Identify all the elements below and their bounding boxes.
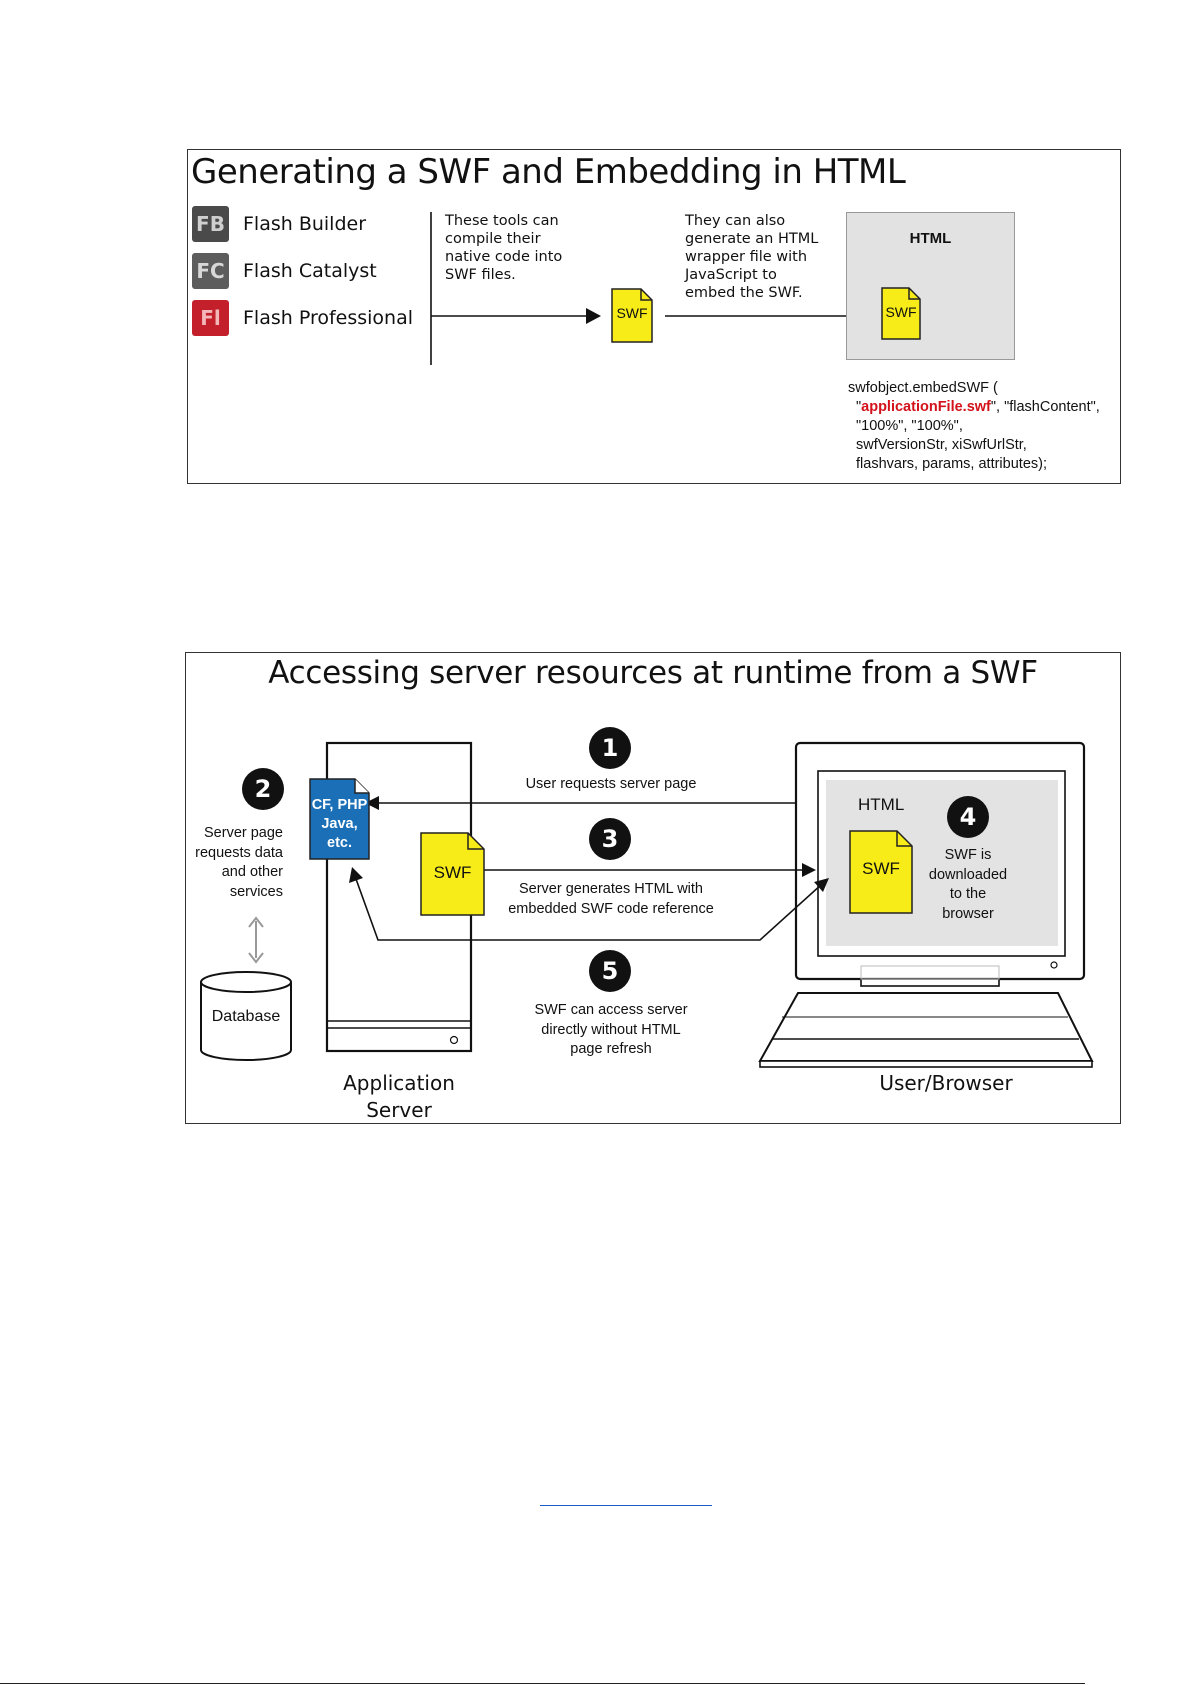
step5-line: directly without HTML xyxy=(541,1021,681,1038)
tool-row-flash-professional: Fl Flash Professional xyxy=(192,300,413,336)
figure2-title: Accessing server resources at runtime fr… xyxy=(268,655,1038,691)
step4-text: SWF is downloaded to the browser xyxy=(913,846,1023,924)
swf-label: SWF xyxy=(616,305,648,321)
flash-catalyst-icon: FC xyxy=(192,253,229,289)
browser-html-label: HTML xyxy=(858,795,905,814)
embed-code-line3: "100%", "100%", xyxy=(856,418,963,434)
code-swf-filename: applicationFile.swf xyxy=(861,399,991,415)
tool-label: Flash Catalyst xyxy=(243,260,377,282)
server-script-line: Java, xyxy=(321,816,358,832)
step1-text: User requests server page xyxy=(525,776,697,792)
server-script-line: etc. xyxy=(327,835,352,851)
embed-code-line5: flashvars, params, attributes); xyxy=(856,456,1047,472)
step2-line: services xyxy=(229,883,283,900)
step-badge-1: 1 xyxy=(589,727,631,769)
figure1-title: Generating a SWF and Embedding in HTML xyxy=(191,152,906,192)
server-script-doc-icon: CF, PHP Java, etc. xyxy=(309,778,370,860)
step4-line: SWF is xyxy=(944,847,992,863)
step4-line: downloaded xyxy=(928,866,1008,883)
step5-line: page refresh xyxy=(570,1041,652,1057)
step-badge-2: 2 xyxy=(242,768,284,810)
app-server-line: Server xyxy=(366,1098,432,1122)
step2-line: and other xyxy=(221,864,283,880)
link-underline[interactable] xyxy=(540,1505,712,1506)
code-args: ", "flashContent", xyxy=(990,399,1100,415)
embed-code-line1: swfobject.embedSWF ( xyxy=(848,380,998,396)
step4-line: browser xyxy=(942,905,994,922)
step2-text: Server page requests data and other serv… xyxy=(186,824,283,902)
embed-code-line4: swfVersionStr, xiSwfUrlStr, xyxy=(856,437,1027,453)
tool-label: Flash Builder xyxy=(243,213,367,235)
swf-label: SWF xyxy=(885,304,917,320)
figure-runtime-access: Accessing server resources at runtime fr… xyxy=(185,652,1121,1124)
note-compile: These tools can compile their native cod… xyxy=(445,213,563,283)
swf-file-icon: SWF xyxy=(849,830,913,914)
app-server-line: Application xyxy=(343,1071,455,1095)
step-badge-5: 5 xyxy=(589,950,631,992)
html-label: HTML xyxy=(909,230,952,247)
application-server-label: Application Server xyxy=(319,1070,479,1124)
flash-builder-icon: FB xyxy=(192,206,229,242)
tool-label: Flash Professional xyxy=(243,307,414,329)
step-badge-3: 3 xyxy=(589,818,631,860)
tool-row-flash-builder: FB Flash Builder xyxy=(192,206,366,242)
server-script-line: CF, PHP xyxy=(311,797,368,813)
figure-generating-swf: Generating a SWF and Embedding in HTML F… xyxy=(187,149,1121,484)
swf-file-icon: SWF xyxy=(611,288,653,343)
step2-line: Server page xyxy=(204,825,283,841)
step-badge-4: 4 xyxy=(947,796,989,838)
swf-file-icon: SWF xyxy=(420,832,485,916)
step4-line: to the xyxy=(949,886,987,902)
swf-label: SWF xyxy=(862,859,900,878)
database-label: Database xyxy=(211,1008,281,1025)
step3-line: embedded SWF code reference xyxy=(508,900,714,917)
step2-line: requests data xyxy=(195,844,283,861)
step3-text: Server generates HTML with embedded SWF … xyxy=(486,880,736,919)
page-bottom-rule xyxy=(0,1683,1085,1684)
flash-professional-icon: Fl xyxy=(192,300,229,336)
tool-row-flash-catalyst: FC Flash Catalyst xyxy=(192,253,377,289)
code-quote: " xyxy=(856,399,862,415)
step5-text: SWF can access server directly without H… xyxy=(486,1001,736,1060)
step5-line: SWF can access server xyxy=(534,1002,688,1018)
user-browser-label: User/Browser xyxy=(879,1071,1013,1095)
html-page-box: HTML SWF xyxy=(846,212,1015,360)
step3-line: Server generates HTML with xyxy=(518,881,703,897)
embed-code-line2: "applicationFile.swf", "flashContent", xyxy=(856,398,1100,417)
swf-file-icon: SWF xyxy=(881,287,921,340)
note-wrapper: They can also generate an HTML wrapper f… xyxy=(685,213,819,301)
swf-label: SWF xyxy=(433,863,472,882)
